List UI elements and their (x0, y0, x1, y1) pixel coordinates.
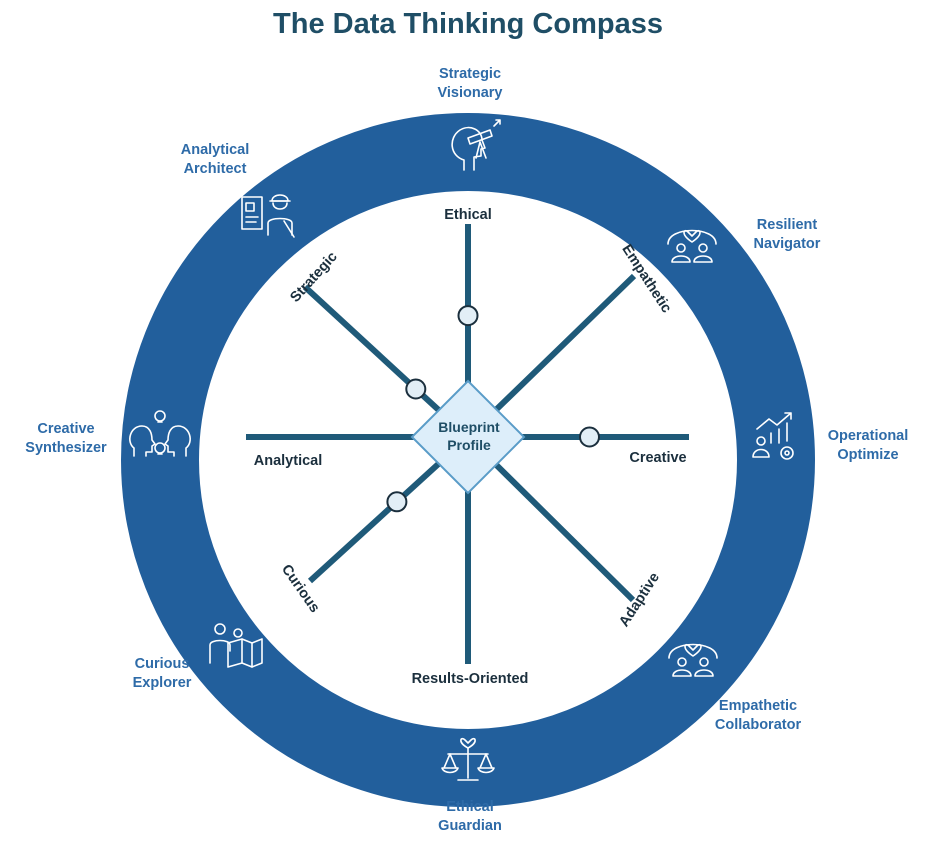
profile-label-resilient-navigator-line2: Navigator (754, 236, 821, 252)
center-label-line1: Blueprint (438, 419, 500, 435)
spoke-label-analytical: Analytical (254, 453, 323, 469)
spoke-label-curious: Curious (278, 562, 323, 616)
architect-blueprint-icon (241, 194, 295, 238)
center-diamond (410, 379, 526, 495)
spoke-label-adaptive: Adaptive (616, 570, 663, 630)
idea-heads-icon (129, 410, 191, 457)
profile-label-analytical-architect-line2: Architect (184, 161, 247, 177)
team-heart-icon (667, 229, 717, 263)
spoke-label-results: Results-Oriented (412, 671, 529, 687)
profile-label-strategic-visionary-line2: Visionary (437, 85, 502, 101)
growth-gear-icon (752, 412, 794, 460)
profile-label-curious-explorer-line2: Explorer (133, 675, 192, 691)
balance-scale-icon (441, 737, 495, 781)
level-markers (386, 305, 600, 513)
spoke-label-creative: Creative (629, 450, 686, 466)
level-marker-ethical (457, 305, 479, 327)
spoke-label-ethical: Ethical (444, 207, 492, 223)
center-label-line2: Profile (447, 437, 491, 453)
profile-label-creative-synthesizer-line2: Synthesizer (25, 440, 107, 456)
profile-label-analytical-architect-line1: Analytical (181, 142, 250, 158)
profile-label-operational-optimize-line1: Operational (828, 428, 909, 444)
profile-label-operational-optimize-line2: Optimize (837, 447, 898, 463)
profile-label-empathetic-collaborator-line2: Collaborator (715, 717, 802, 733)
profile-label-ethical-guardian-line1: Ethical (446, 799, 494, 815)
level-marker-curious (386, 491, 408, 513)
profile-label-creative-synthesizer-line1: Creative (37, 421, 94, 437)
level-marker-strategic (405, 378, 427, 400)
visionary-telescope-icon (451, 119, 501, 171)
profile-label-resilient-navigator-line1: Resilient (757, 217, 818, 233)
team-heart-icon (668, 643, 718, 677)
profile-label-empathetic-collaborator-line1: Empathetic (719, 698, 797, 714)
explorer-map-icon (209, 623, 263, 668)
profile-label-ethical-guardian-line2: Guardian (438, 818, 502, 834)
page-title: The Data Thinking Compass (273, 8, 663, 40)
profile-label-strategic-visionary-line1: Strategic (439, 66, 501, 82)
profile-label-curious-explorer-line1: Curious (135, 656, 190, 672)
level-marker-creative (579, 426, 600, 448)
